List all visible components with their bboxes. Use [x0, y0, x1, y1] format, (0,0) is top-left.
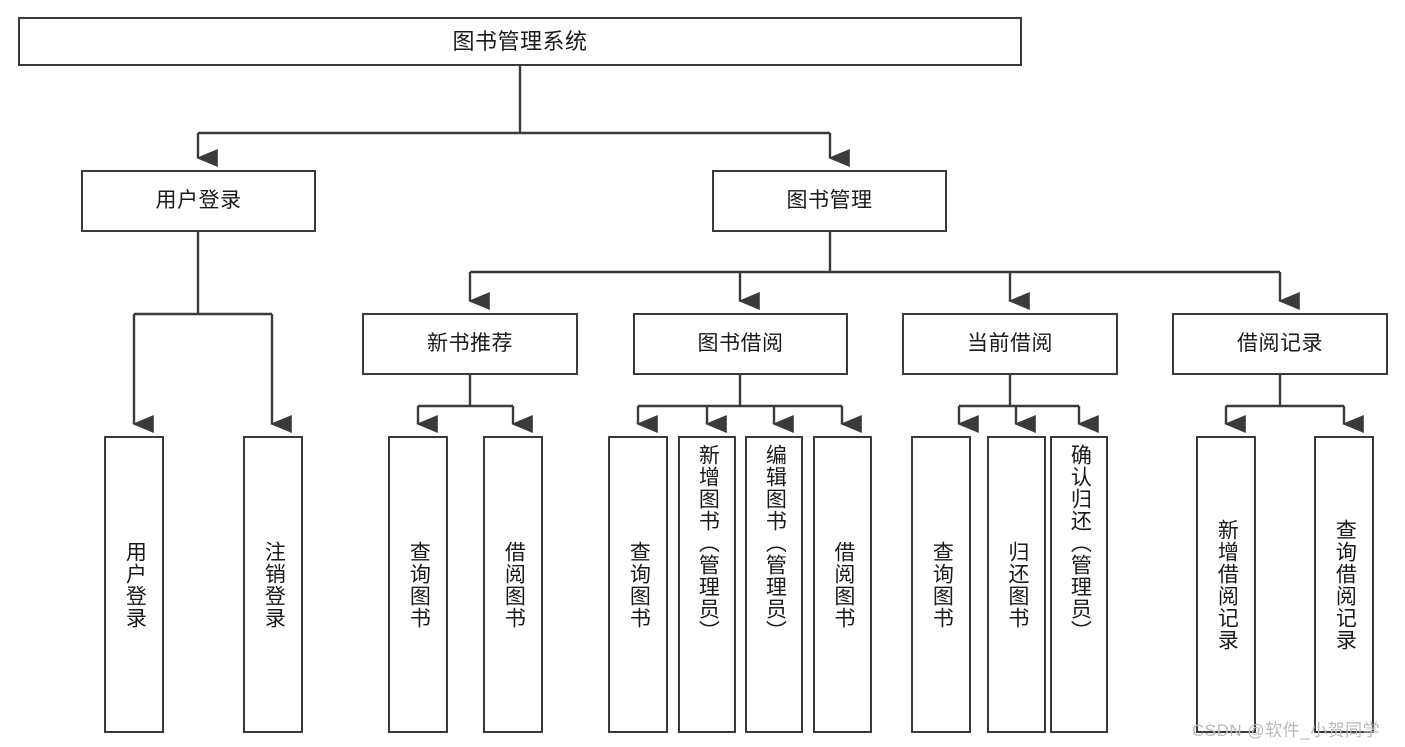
node-new-book-recommend[interactable]: 新书推荐	[362, 313, 578, 375]
leaf-book-borrow-query-label: 查询图书	[627, 540, 651, 629]
node-book-manage-label: 图书管理	[786, 188, 873, 212]
leaf-book-borrow-edit-label: 编辑图书（管理员）	[763, 444, 787, 642]
node-book-manage[interactable]: 图书管理	[712, 170, 947, 232]
leaf-user-login-logout[interactable]: 注销登录	[243, 436, 303, 733]
leaf-borrow-record-add[interactable]: 新增借阅记录	[1196, 436, 1256, 733]
leaf-book-borrow-query[interactable]: 查询图书	[608, 436, 668, 733]
node-current-borrow-label: 当前借阅	[967, 331, 1053, 355]
node-book-borrow[interactable]: 图书借阅	[633, 313, 848, 375]
leaf-new-book-query[interactable]: 查询图书	[388, 436, 448, 733]
leaf-borrow-record-query-label: 查询借阅记录	[1333, 518, 1357, 651]
leaf-current-borrow-confirm-label: 确认归还（管理员）	[1068, 444, 1092, 642]
leaf-book-borrow-borrow-label: 借阅图书	[831, 540, 855, 629]
leaf-new-book-borrow-label: 借阅图书	[502, 540, 526, 629]
leaf-current-borrow-return-label: 归还图书	[1005, 540, 1029, 629]
leaf-current-borrow-query-label: 查询图书	[930, 540, 954, 629]
node-root[interactable]: 图书管理系统	[18, 17, 1022, 66]
leaf-current-borrow-query[interactable]: 查询图书	[911, 436, 971, 733]
node-user-login-label: 用户登录	[155, 188, 242, 212]
leaf-user-login-logout-label: 注销登录	[262, 540, 286, 629]
node-borrow-record-label: 借阅记录	[1237, 331, 1323, 355]
leaf-new-book-borrow[interactable]: 借阅图书	[483, 436, 543, 733]
node-book-borrow-label: 图书借阅	[697, 331, 784, 355]
leaf-book-borrow-add-label: 新增图书（管理员）	[696, 444, 720, 642]
leaf-book-borrow-edit[interactable]: 编辑图书（管理员）	[745, 436, 803, 733]
leaf-book-borrow-borrow[interactable]: 借阅图书	[813, 436, 872, 733]
leaf-user-login-login[interactable]: 用户登录	[104, 436, 164, 733]
node-current-borrow[interactable]: 当前借阅	[902, 313, 1118, 375]
node-borrow-record[interactable]: 借阅记录	[1172, 313, 1388, 375]
leaf-user-login-login-label: 用户登录	[123, 540, 147, 629]
watermark: CSDN @软件_小贺同学	[1192, 721, 1381, 740]
leaf-current-borrow-return[interactable]: 归还图书	[987, 436, 1046, 733]
leaf-borrow-record-query[interactable]: 查询借阅记录	[1314, 436, 1374, 733]
node-new-book-recommend-label: 新书推荐	[427, 331, 513, 355]
leaf-borrow-record-add-label: 新增借阅记录	[1215, 518, 1239, 651]
leaf-new-book-query-label: 查询图书	[407, 540, 431, 629]
leaf-book-borrow-add[interactable]: 新增图书（管理员）	[678, 436, 736, 733]
leaf-current-borrow-confirm[interactable]: 确认归还（管理员）	[1050, 436, 1108, 733]
node-root-label: 图书管理系统	[452, 28, 588, 54]
node-user-login[interactable]: 用户登录	[81, 170, 316, 232]
